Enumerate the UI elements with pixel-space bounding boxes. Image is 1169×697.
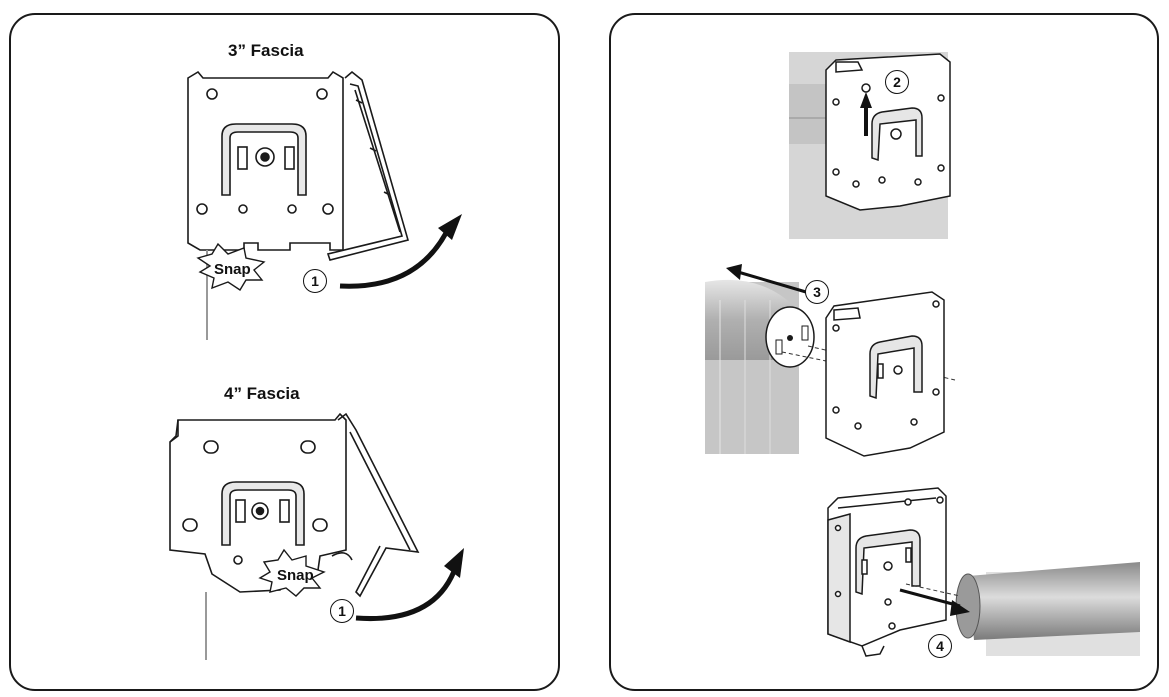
- snap-label-bottom: Snap: [277, 567, 314, 584]
- wall-mounted-bracket-step2: [789, 52, 951, 239]
- bracket-3in-fascia: [187, 70, 344, 251]
- snap-burst-4in: [258, 548, 326, 597]
- title-3in-fascia: 3” Fascia: [228, 41, 304, 60]
- step-2-badge: 2: [885, 70, 909, 94]
- rotate-arrow-1-top: [339, 223, 453, 289]
- fascia-clip-4in: [331, 412, 420, 598]
- step-3-badge: 3: [805, 280, 829, 304]
- bracket-step4: [827, 487, 947, 657]
- snap-label-top: Snap: [214, 261, 251, 278]
- rotate-arrow-1-bottom: [355, 565, 459, 622]
- bracket-step3: [825, 291, 945, 457]
- roller-tube-step3: [705, 279, 956, 454]
- snap-burst-3in: [196, 242, 266, 291]
- roller-tube-step4: [905, 562, 1140, 656]
- bracket-4in-fascia: [169, 412, 347, 593]
- fascia-clip-3in: [326, 70, 409, 261]
- step-4-badge: 4: [928, 634, 952, 658]
- title-4in-fascia: 4” Fascia: [224, 384, 300, 403]
- step-1-badge-top: 1: [303, 269, 327, 293]
- step-1-badge-bottom: 1: [330, 599, 354, 623]
